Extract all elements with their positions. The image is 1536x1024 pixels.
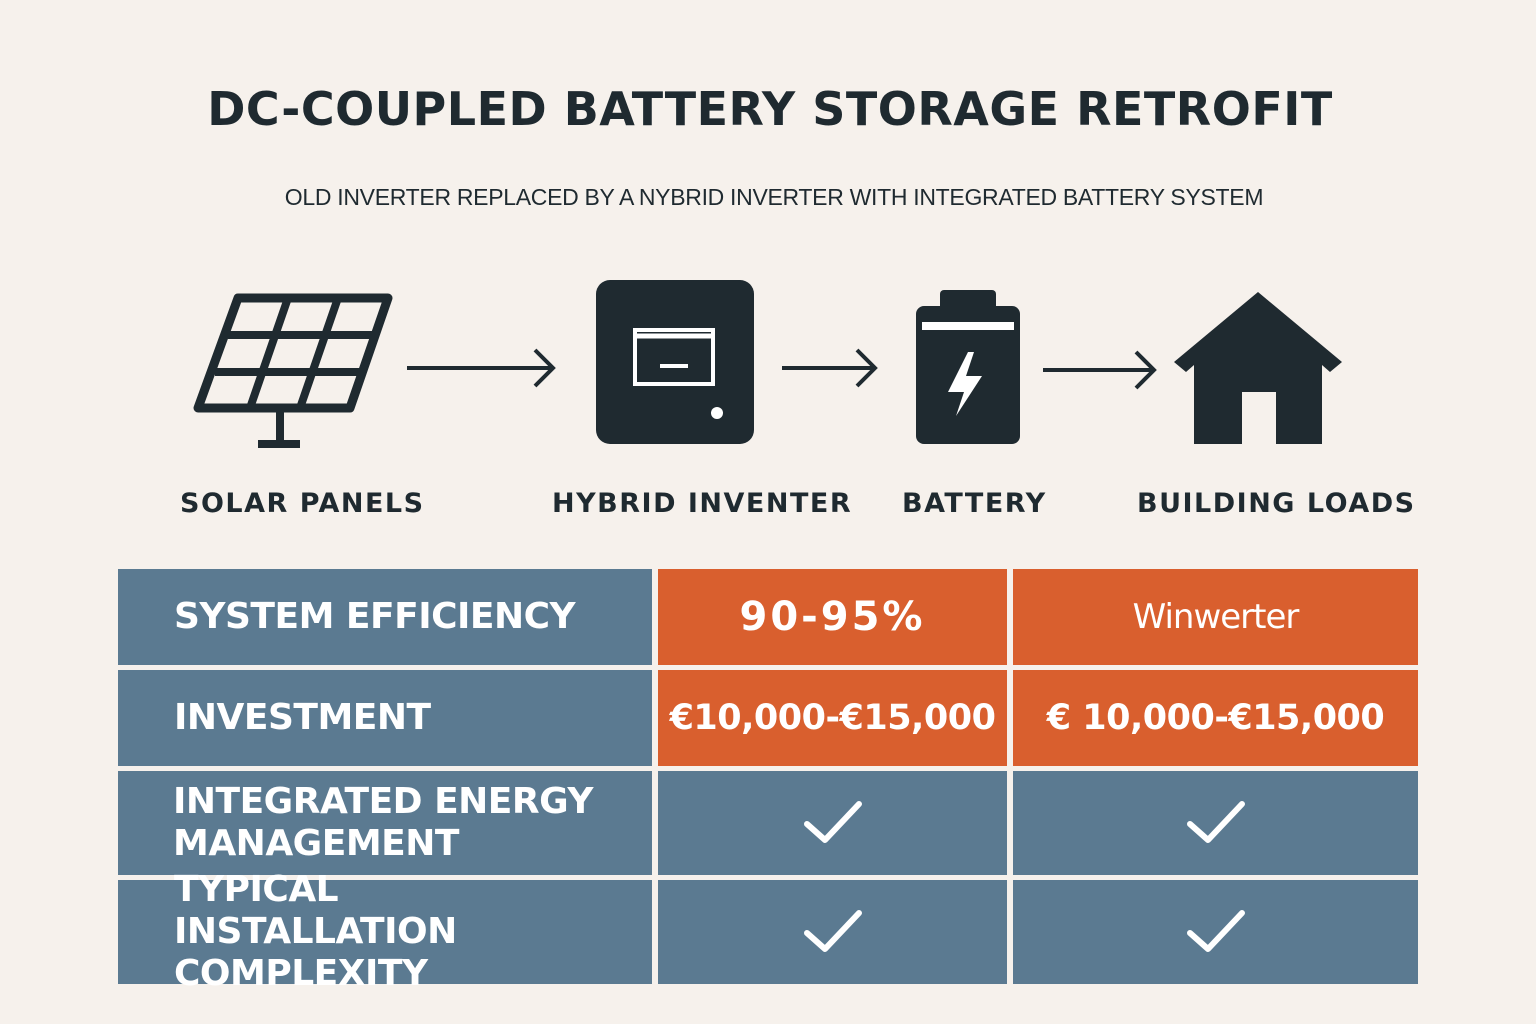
- check-icon: [803, 801, 862, 843]
- flow-label-battery: BATTERY: [902, 488, 1047, 519]
- cell-typical-installation-complexity-col1: [658, 880, 1007, 984]
- row-header-investment: INVESTMENT: [118, 670, 652, 766]
- cell-integrated-energy-management-col1: [658, 771, 1007, 875]
- flow-label-building-loads: BUILDING LOADS: [1137, 488, 1416, 519]
- cell-system-efficiency-col1: 90-95%: [658, 569, 1007, 665]
- hybrid-inverter-icon: [596, 280, 754, 444]
- check-icon: [803, 910, 862, 952]
- battery-icon: [916, 290, 1020, 444]
- cell-typical-installation-complexity-col2: [1013, 880, 1418, 984]
- page-title: DC-COUPLED BATTERY STORAGE RETROFIT: [207, 82, 1333, 136]
- check-icon: [1186, 910, 1245, 952]
- arrow-right-icon: [782, 348, 878, 388]
- solar-panel-icon: [193, 293, 393, 448]
- cell-investment-col1: €10,000-€15,000: [658, 670, 1007, 766]
- arrow-right-icon: [1043, 350, 1157, 390]
- row-header-typical-installation-complexity: TYPICAL INSTALLATION COMPLEXITY: [118, 869, 652, 994]
- row-header-system-efficiency: SYSTEM EFFICIENCY: [118, 569, 652, 665]
- check-icon: [1186, 801, 1245, 843]
- page-subtitle: OLD INVERTER REPLACED BY A NYBRID INVERT…: [284, 184, 1264, 210]
- flow-label-hybrid-inverter: HYBRID INVENTER: [552, 488, 853, 519]
- flow-label-solar-panels: SOLAR PANELS: [180, 488, 425, 519]
- cell-investment-col2: € 10,000-€15,000: [1013, 670, 1418, 766]
- arrow-right-icon: [407, 348, 556, 388]
- cell-system-efficiency-col2: Winwerter: [1013, 569, 1418, 665]
- row-header-integrated-energy-management: INTEGRATED ENERGY MANAGEMENT: [118, 771, 652, 875]
- house-icon: [1174, 292, 1342, 444]
- cell-integrated-energy-management-col2: [1013, 771, 1418, 875]
